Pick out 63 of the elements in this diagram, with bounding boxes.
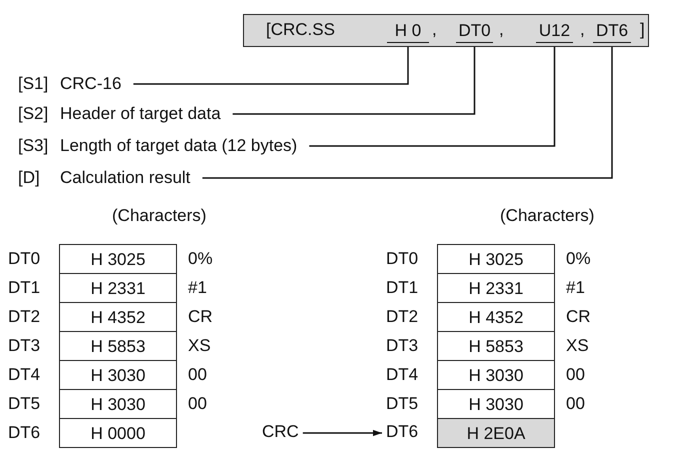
- register-name: DT5: [8, 394, 40, 414]
- arrow: [302, 430, 382, 436]
- character-value: XS: [188, 336, 211, 356]
- register-value: H 2331: [90, 278, 146, 299]
- register-value: H 5853: [468, 336, 524, 357]
- operand: H 0: [387, 21, 429, 43]
- register-name: DT3: [386, 336, 418, 356]
- character-value: 00: [566, 394, 585, 414]
- operand-tag: [S2]: [18, 104, 60, 124]
- register-name: DT0: [386, 249, 418, 269]
- register-value: H 3030: [90, 394, 146, 415]
- operand-tag: [S3]: [18, 136, 60, 156]
- comma: ,: [499, 20, 504, 40]
- register-name: DT2: [386, 307, 418, 327]
- register-value: H 5853: [90, 336, 146, 357]
- register-value: H 3030: [90, 366, 146, 386]
- register-value: H 2E0A: [466, 424, 526, 444]
- operand-tag: [S1]: [18, 74, 60, 94]
- column-heading: (Characters): [500, 206, 594, 226]
- register-value: H 4352: [468, 308, 524, 328]
- character-value: 0%: [188, 249, 213, 269]
- register-value: H 3025: [90, 250, 146, 270]
- register-value: H 0000: [90, 424, 146, 444]
- instruction-name: [CRC.SS: [266, 20, 335, 40]
- register-name: DT4: [386, 365, 418, 385]
- register-name: DT4: [8, 365, 40, 385]
- register-value: H 3025: [468, 250, 524, 270]
- operand-tag: [D]: [18, 168, 60, 188]
- register-name: DT2: [8, 307, 40, 327]
- character-value: 00: [188, 394, 207, 414]
- operand: DT0: [456, 21, 493, 43]
- character-value: 00: [566, 365, 585, 385]
- operand: U12: [536, 21, 573, 43]
- operand-description: Header of target data: [60, 104, 221, 124]
- character-value: XS: [566, 336, 589, 356]
- character-value: #1: [188, 278, 207, 298]
- character-value: CR: [566, 307, 591, 327]
- column-heading: (Characters): [112, 206, 206, 226]
- comma: ,: [580, 20, 585, 40]
- closing-bracket: ]: [640, 20, 645, 40]
- text-label: CRC: [262, 422, 299, 442]
- text-label: DT6: [386, 422, 418, 442]
- register-value: H 3030: [468, 366, 524, 386]
- register-name: DT1: [386, 278, 418, 298]
- character-value: 00: [188, 365, 207, 385]
- operand-description: Calculation result: [60, 168, 190, 188]
- register-name: DT6: [8, 423, 40, 443]
- register-name: DT0: [8, 249, 40, 269]
- character-value: #1: [566, 278, 585, 298]
- register-name: DT1: [8, 278, 40, 298]
- register-value: H 4352: [90, 308, 146, 328]
- register-name: DT3: [8, 336, 40, 356]
- register-name: DT5: [386, 394, 418, 414]
- comma: ,: [432, 20, 437, 40]
- operand-description: Length of target data (12 bytes): [60, 136, 298, 156]
- character-value: 0%: [566, 249, 591, 269]
- register-cell: [437, 418, 555, 448]
- character-value: CR: [188, 307, 213, 327]
- instruction-box: [243, 14, 649, 47]
- register-value: H 3030: [468, 394, 524, 415]
- operand: DT6: [593, 21, 631, 43]
- operand-description: CRC-16: [60, 74, 122, 94]
- register-value: H 2331: [468, 278, 524, 299]
